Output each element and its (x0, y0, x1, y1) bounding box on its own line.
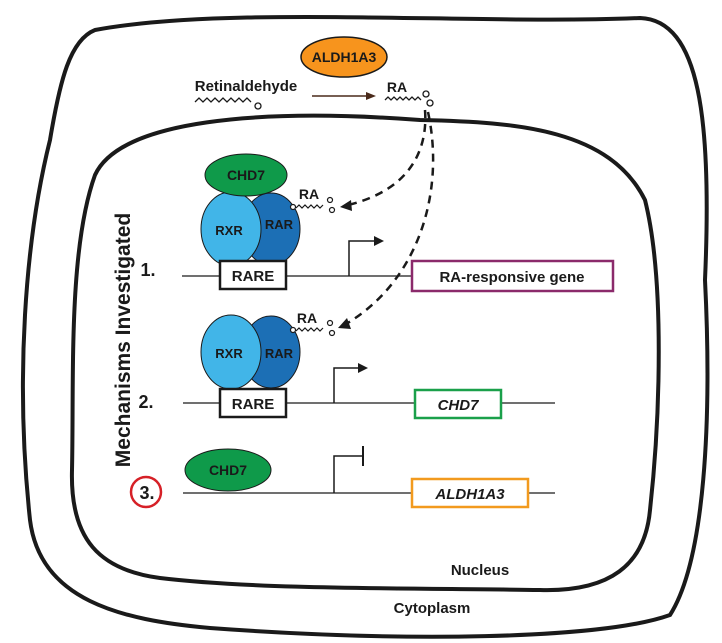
rare-2-label: RARE (232, 396, 275, 413)
cytoplasm-label: Cytoplasm (394, 600, 471, 617)
ra-2-molecule-icon (295, 327, 324, 332)
ra-top-label: RA (387, 79, 407, 95)
rxr-1-label: RXR (215, 223, 243, 238)
mechanism-3-circle (129, 475, 163, 509)
mechanism-1-number: 1. (140, 260, 155, 280)
retinaldehyde-molecule-icon (194, 97, 252, 103)
tss-arrow-1 (348, 240, 376, 276)
cytoplasm-membrane (20, 14, 710, 639)
ra-responsive-gene-label: RA-responsive gene (439, 269, 584, 286)
ra-1-molecule-icon (295, 204, 324, 209)
mechanism-3-number: 3. (139, 483, 154, 503)
ra-path-arrow-1 (347, 109, 427, 207)
rare-1-label: RARE (232, 268, 275, 285)
ra-top-molecule-icon (384, 96, 422, 101)
rxr-2-label: RXR (215, 346, 243, 361)
chd7-cofactor-1 (204, 153, 288, 197)
chd7-cofactor-3 (184, 448, 272, 492)
chd7-3-label: CHD7 (209, 462, 247, 478)
aldh1a3-gene-label: ALDH1A3 (434, 486, 505, 503)
ra-path-arrow-2 (345, 111, 435, 326)
aldh1a3-label: ALDH1A3 (312, 49, 377, 65)
tss-repressed-3 (333, 455, 362, 493)
aldh1a3-enzyme (300, 36, 388, 78)
retinaldehyde-label: Retinaldehyde (195, 78, 298, 95)
mechanisms-side-title: Mechanisms Investigated (112, 213, 135, 467)
ra-1-label: RA (299, 186, 319, 202)
ra-responsive-gene-box (410, 259, 615, 293)
rar-2-label: RAR (265, 346, 294, 361)
nucleus-membrane (69, 113, 661, 593)
chd7-1-label: CHD7 (227, 167, 265, 183)
nucleus-label: Nucleus (451, 562, 509, 579)
rare-element-2 (218, 387, 288, 419)
aldh1a3-gene-box (410, 477, 530, 509)
tss-arrow-2 (333, 367, 360, 403)
chd7-gene-label: CHD7 (438, 397, 479, 414)
ra-2-label: RA (297, 310, 317, 326)
mechanism-2-number: 2. (138, 392, 153, 412)
rar-1-label: RAR (265, 217, 294, 232)
chd7-gene-box (413, 388, 503, 420)
rare-element-1 (218, 259, 288, 291)
